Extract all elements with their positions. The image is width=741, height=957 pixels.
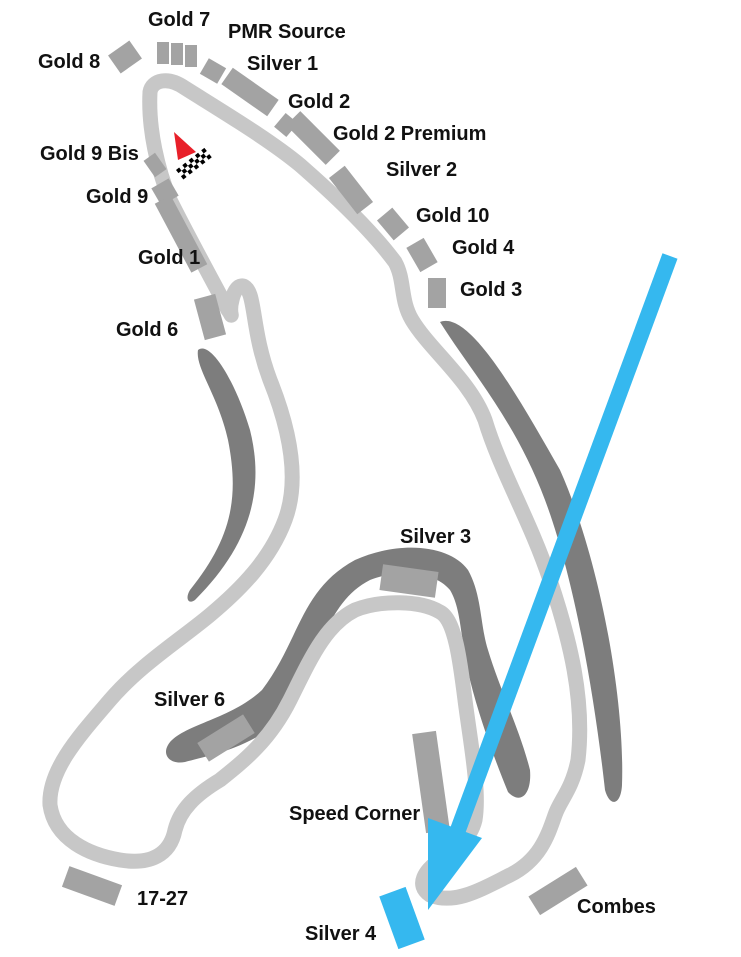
stand-gold-7-c [185,45,197,67]
label-silver-1: Silver 1 [247,53,318,75]
label-silver-6: Silver 6 [154,689,225,711]
label-gold-1: Gold 1 [138,247,200,269]
red-triangle-icon [174,132,196,160]
stand-pmr-source [199,58,227,84]
stand-speed-corner [412,730,450,834]
label-combes: Combes [577,896,656,918]
stand-gold-7-a [157,42,169,64]
stand-gold-6 [193,293,227,341]
label-gold-3: Gold 3 [460,279,522,301]
stand-17-27 [61,866,123,906]
label-gold-9: Gold 9 [86,186,148,208]
stand-silver-1 [221,67,279,117]
label-gold-2-premium: Gold 2 Premium [333,123,486,145]
stand-gold-3 [428,278,446,308]
spectator-bank-gold-6 [187,348,256,602]
stand-silver-4-highlighted[interactable] [379,886,425,950]
blue-arrow-icon [447,253,678,841]
stand-gold-7-b [171,43,183,65]
stand-gold-4 [406,237,438,273]
checkered-flag-icon [176,146,214,180]
label-silver-3: Silver 3 [400,526,471,548]
label-gold-9-bis: Gold 9 Bis [40,143,139,165]
stand-silver-3 [379,564,439,598]
stand-gold-8 [108,40,142,74]
blue-arrow-head [428,818,482,910]
stand-gold-2 [274,112,298,138]
spectator-bank-east [440,320,623,802]
label-17-27: 17-27 [137,888,188,910]
stand-gold-9-bis [143,152,167,178]
label-gold-8: Gold 8 [38,51,100,73]
label-gold-2: Gold 2 [288,91,350,113]
race-track [42,73,588,906]
label-silver-4: Silver 4 [305,923,377,945]
stand-combes [528,866,588,916]
label-silver-2: Silver 2 [386,159,457,181]
stand-gold-1 [154,195,208,273]
stand-gold-2-premium [286,111,340,165]
label-gold-6: Gold 6 [116,319,178,341]
stand-gold-10 [376,207,410,241]
stand-silver-6 [197,714,255,762]
label-speed-corner: Speed Corner [289,803,420,825]
label-gold-4: Gold 4 [452,237,515,259]
label-gold-10: Gold 10 [416,205,489,227]
label-gold-7: Gold 7 [148,9,210,31]
spectator-bank-silver-3 [165,547,531,798]
stand-silver-2 [328,165,374,215]
label-pmr-source: PMR Source [228,21,346,43]
